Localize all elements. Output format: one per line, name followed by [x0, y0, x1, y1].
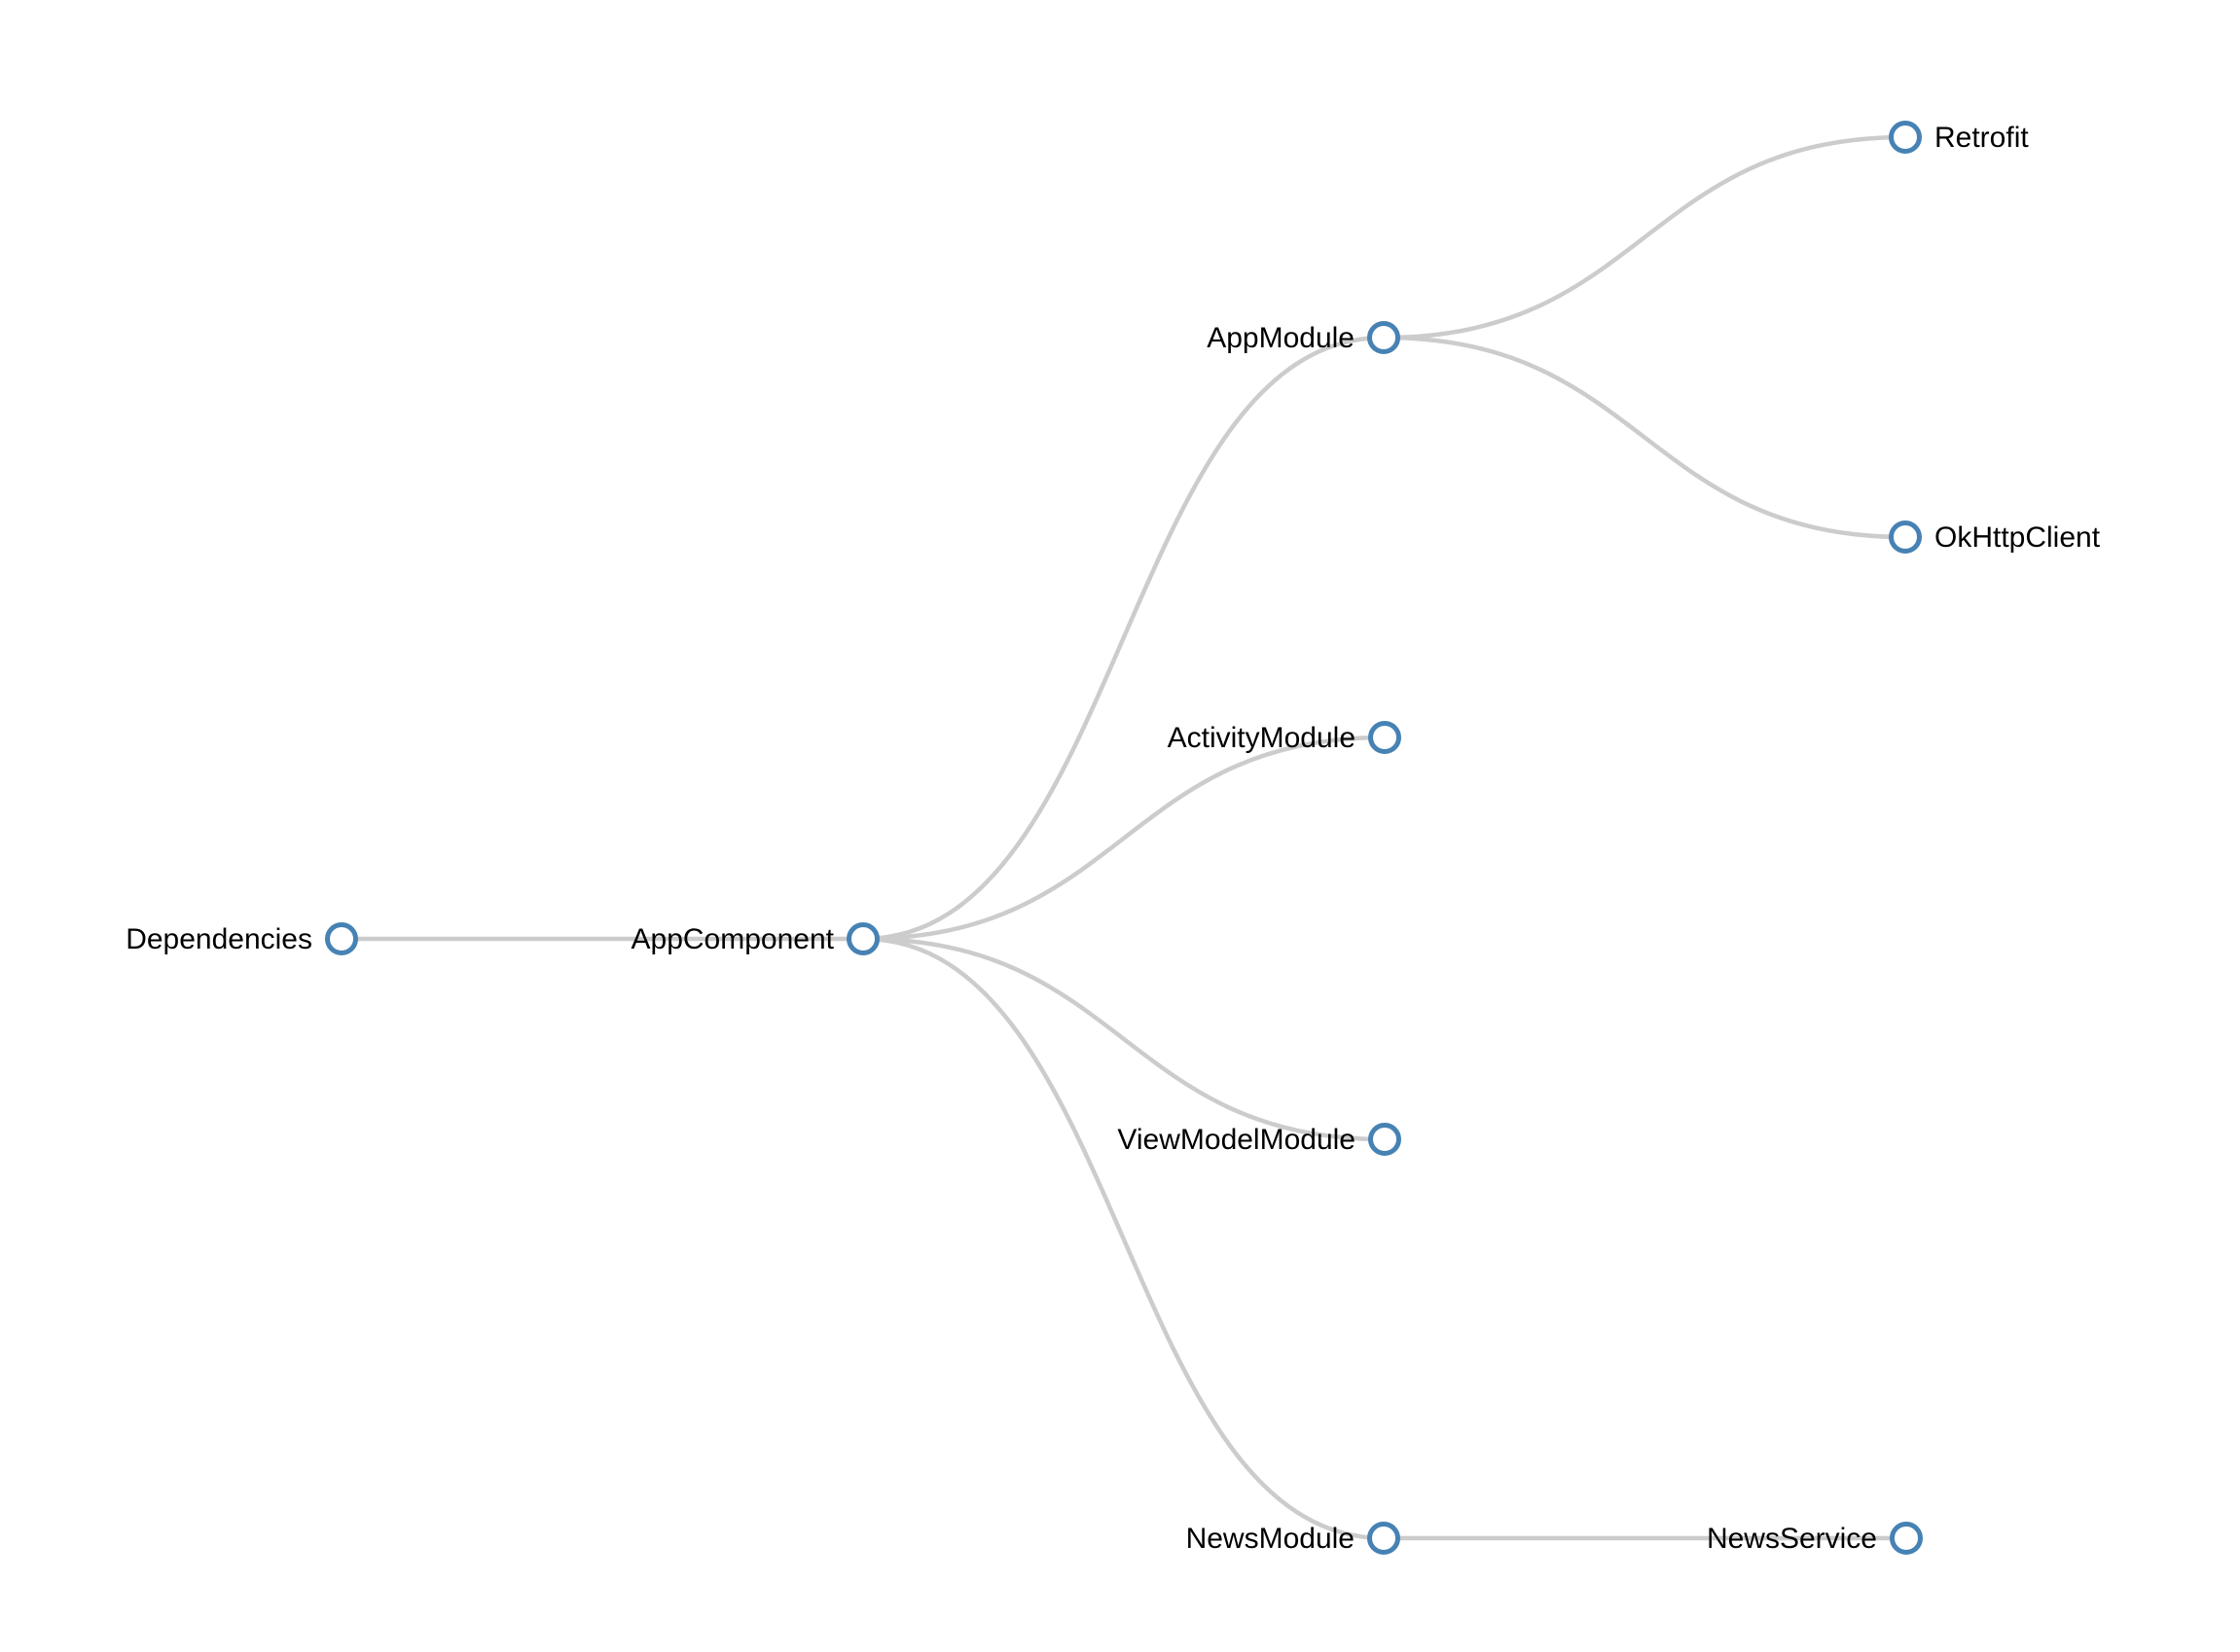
- tree-node-activity-module: ActivityModule: [1168, 721, 1401, 754]
- node-label-news-module: NewsModule: [1186, 1523, 1355, 1555]
- node-circle-retrofit[interactable]: [1889, 121, 1922, 154]
- tree-node-dependencies: Dependencies: [126, 922, 358, 955]
- node-circle-app-component[interactable]: [847, 922, 880, 955]
- link-app-component-to-news-module: [862, 936, 1385, 1541]
- link-app-component-to-app-module: [862, 335, 1385, 942]
- link-app-module-to-retrofit: [1383, 134, 1906, 341]
- nodes-layer: Dependencies AppComponent AppModule Retrofi…: [126, 121, 2101, 1555]
- node-circle-news-module[interactable]: [1367, 1522, 1400, 1555]
- tree-node-app-module: AppModule: [1207, 321, 1400, 354]
- tree-node-news-service: NewsService: [1707, 1522, 1923, 1555]
- node-circle-activity-module[interactable]: [1368, 721, 1401, 754]
- node-label-view-model-module: ViewModelModule: [1117, 1124, 1355, 1156]
- tree-node-retrofit: Retrofit: [1889, 121, 2029, 154]
- tree-node-news-module: NewsModule: [1186, 1522, 1400, 1555]
- node-label-app-component: AppComponent: [632, 923, 835, 955]
- links-layer: [342, 134, 1906, 1541]
- node-label-dependencies: Dependencies: [126, 923, 312, 955]
- link-app-component-to-view-model-module: [862, 936, 1386, 1142]
- tree-node-app-component: AppComponent: [632, 922, 880, 955]
- node-circle-app-module[interactable]: [1367, 321, 1400, 354]
- node-circle-ok-http-client[interactable]: [1889, 521, 1922, 554]
- link-app-module-to-ok-http-client: [1383, 335, 1906, 540]
- node-label-activity-module: ActivityModule: [1168, 722, 1355, 754]
- node-circle-news-service[interactable]: [1890, 1522, 1923, 1555]
- tree-node-view-model-module: ViewModelModule: [1117, 1123, 1401, 1156]
- node-label-app-module: AppModule: [1207, 322, 1355, 354]
- node-label-retrofit: Retrofit: [1934, 122, 2029, 154]
- node-circle-view-model-module[interactable]: [1368, 1123, 1401, 1156]
- link-app-component-to-activity-module: [862, 735, 1386, 942]
- node-circle-dependencies[interactable]: [325, 922, 358, 955]
- tree-node-ok-http-client: OkHttpClient: [1889, 521, 2101, 554]
- node-label-news-service: NewsService: [1707, 1523, 1877, 1555]
- node-label-ok-http-client: OkHttpClient: [1934, 521, 2101, 554]
